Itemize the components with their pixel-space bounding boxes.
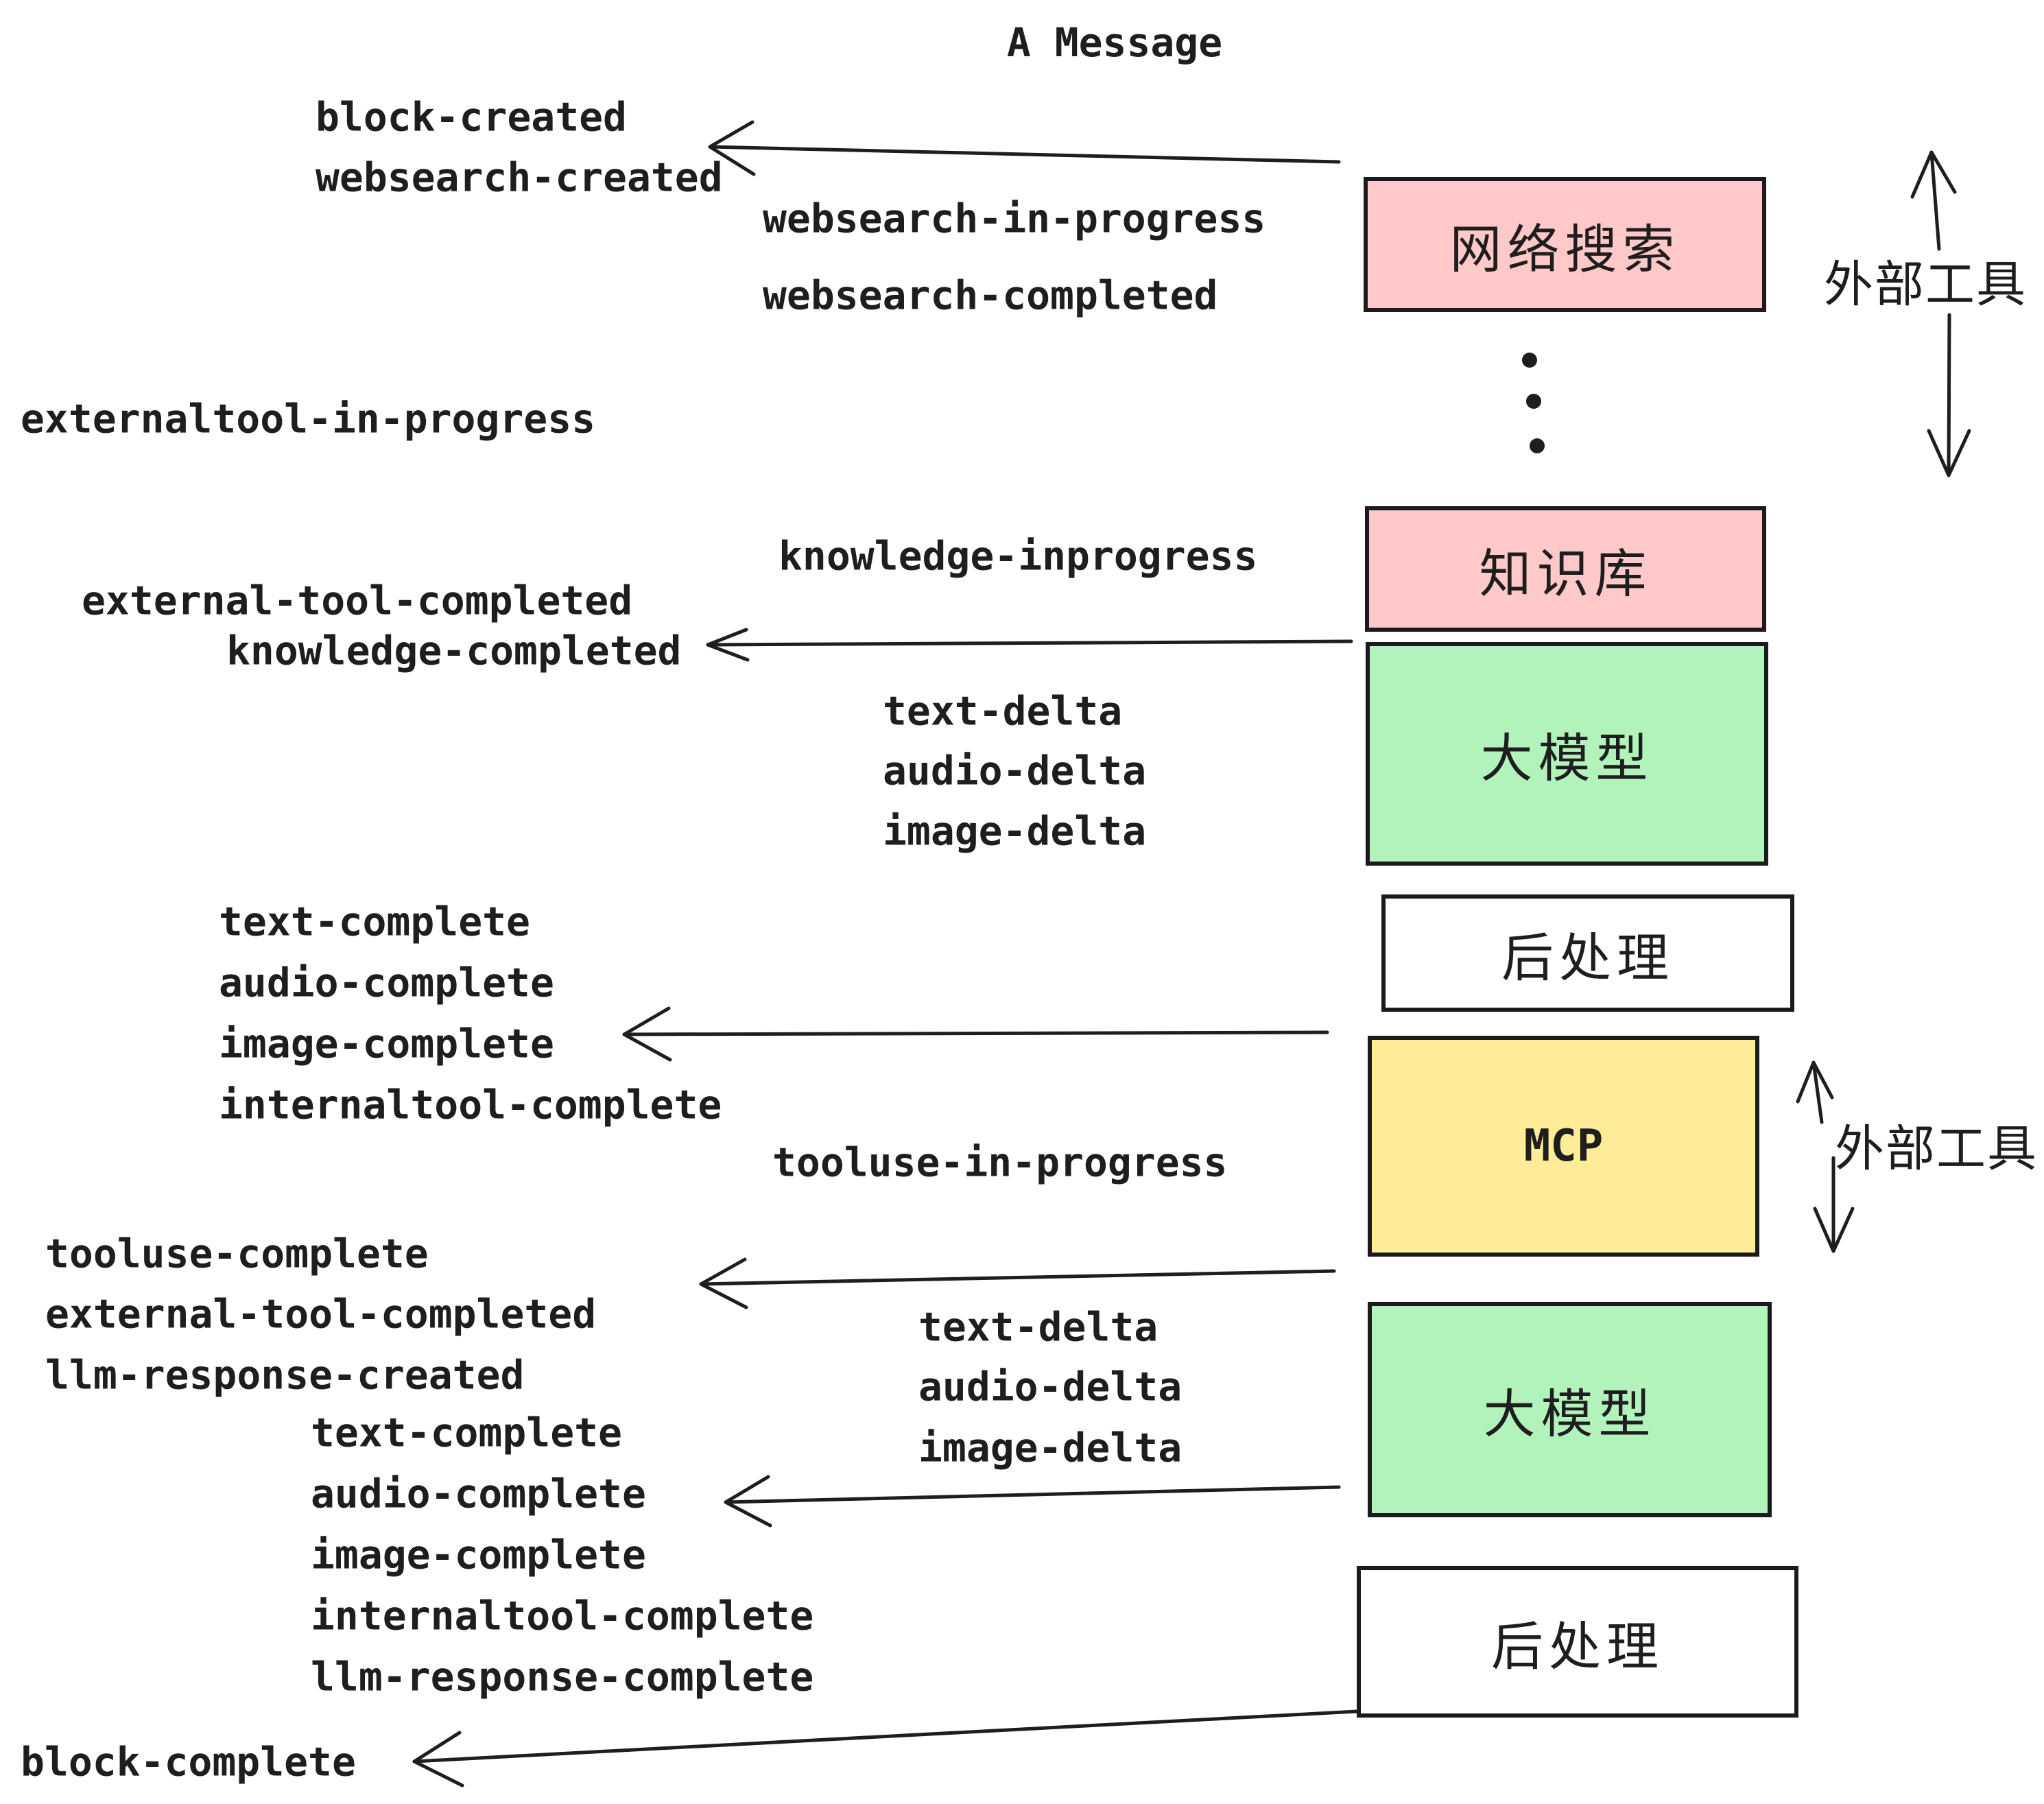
event-image-complete-2: image-complete: [311, 1531, 646, 1578]
box-mcp: MCP: [1368, 1036, 1759, 1257]
box-postprocess-2: 后处理: [1357, 1566, 1798, 1718]
arrow-to-tooluse-complete: [699, 1257, 1336, 1309]
event-websearch-completed: websearch-completed: [763, 272, 1218, 319]
event-external-tool-completed-2: external-tool-completed: [45, 1290, 597, 1338]
event-internaltool-complete-1: internaltool-complete: [219, 1081, 722, 1128]
external-tools-down-arrow-2: [1813, 1156, 1855, 1253]
box-mcp-label: MCP: [1523, 1121, 1604, 1172]
box-websearch: 网络搜索: [1364, 177, 1766, 312]
event-audio-complete-1: audio-complete: [219, 959, 554, 1006]
box-postprocess-1: 后处理: [1381, 894, 1794, 1012]
ellipsis-dots: [1522, 353, 1545, 453]
external-tools-up-arrow-2: [1796, 1060, 1834, 1124]
event-knowledge-inprogress: knowledge-inprogress: [779, 532, 1258, 580]
event-audio-delta-1: audio-delta: [883, 747, 1147, 794]
side-label-external-tools-2: 外部工具: [1835, 1119, 2039, 1178]
arrow-to-websearch-created: [708, 120, 1341, 176]
box-websearch-label: 网络搜索: [1449, 218, 1680, 280]
event-websearch-in-progress: websearch-in-progress: [763, 195, 1266, 242]
box-knowledge: 知识库: [1365, 506, 1766, 632]
arrow-to-audio-complete: [724, 1475, 1341, 1528]
event-audio-complete-2: audio-complete: [311, 1470, 646, 1517]
event-llm-response-complete: llm-response-complete: [311, 1653, 814, 1700]
box-llm-1-label: 大模型: [1480, 728, 1654, 789]
event-image-complete-1: image-complete: [219, 1020, 554, 1067]
event-external-tool-completed-1: external-tool-completed: [82, 577, 633, 624]
box-postprocess-1-label: 后处理: [1501, 927, 1674, 988]
external-tools-down-arrow-1: [1927, 313, 1971, 477]
arrow-to-block-complete: [412, 1709, 1359, 1788]
event-text-complete-2: text-complete: [311, 1409, 622, 1456]
event-externaltool-in-progress: externaltool-in-progress: [21, 395, 596, 442]
event-audio-delta-2: audio-delta: [918, 1363, 1183, 1410]
box-postprocess-2-label: 后处理: [1491, 1615, 1664, 1677]
event-text-complete-1: text-complete: [219, 898, 530, 945]
event-image-delta-2: image-delta: [918, 1424, 1183, 1471]
event-text-delta-2: text-delta: [918, 1303, 1158, 1351]
box-llm-1: 大模型: [1366, 642, 1768, 866]
event-text-delta-1: text-delta: [883, 687, 1123, 735]
box-llm-2-label: 大模型: [1483, 1384, 1656, 1445]
event-internaltool-complete-2: internaltool-complete: [311, 1592, 814, 1639]
event-llm-response-created: llm-response-created: [45, 1351, 525, 1399]
box-llm-2: 大模型: [1368, 1302, 1772, 1517]
side-label-external-tools-1: 外部工具: [1824, 255, 2028, 313]
diagram-title: A Message: [1006, 19, 1223, 66]
box-knowledge-label: 知识库: [1479, 543, 1652, 604]
arrow-to-knowledge-completed: [706, 628, 1353, 662]
external-tools-up-arrow-1: [1910, 150, 1957, 251]
arrow-to-image-complete: [622, 1006, 1329, 1062]
event-tooluse-in-progress: tooluse-in-progress: [772, 1139, 1228, 1186]
event-knowledge-completed: knowledge-completed: [226, 627, 682, 674]
event-image-delta-1: image-delta: [883, 807, 1147, 855]
event-block-created: block-created: [316, 93, 627, 141]
event-tooluse-complete: tooluse-complete: [45, 1230, 429, 1277]
event-websearch-created: websearch-created: [316, 154, 723, 201]
event-block-complete: block-complete: [21, 1738, 356, 1785]
